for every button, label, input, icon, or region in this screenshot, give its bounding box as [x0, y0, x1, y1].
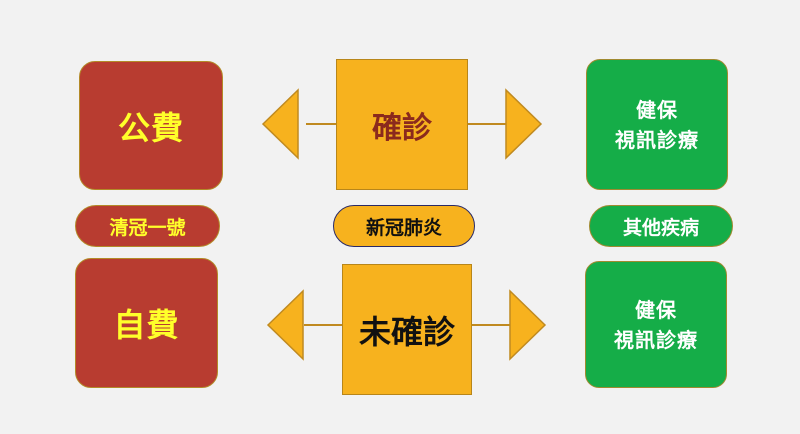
- arrow-bottom-right: [472, 289, 547, 361]
- self-pay-box: 自費: [75, 258, 218, 388]
- arrow-top-left: [261, 88, 336, 160]
- confirmed-label: 確診: [372, 110, 432, 146]
- nhi-telemedicine-box-top: 健保 視訊診療: [586, 59, 728, 190]
- other-disease-pill: 其他疾病: [589, 205, 733, 247]
- qingguan-label: 清冠一號: [109, 216, 186, 239]
- telemedicine-label: 視訊診療: [615, 127, 699, 152]
- public-expense-box: 公費: [79, 61, 223, 190]
- other-disease-label: 其他疾病: [622, 216, 699, 239]
- public-expense-label: 公費: [117, 108, 184, 147]
- covid-label: 新冠肺炎: [365, 216, 442, 239]
- telemedicine-label: 視訊診療: [614, 327, 698, 352]
- unconfirmed-label: 未確診: [358, 312, 455, 351]
- self-pay-label: 自費: [113, 306, 180, 344]
- unconfirmed-box: 未確診: [342, 264, 472, 395]
- qingguan-pill: 清冠一號: [75, 205, 220, 247]
- arrow-top-right: [468, 88, 543, 160]
- nhi-label: 健保: [636, 97, 678, 122]
- nhi-label: 健保: [635, 297, 677, 322]
- arrow-bottom-left: [266, 289, 342, 361]
- nhi-telemedicine-box-bottom: 健保 視訊診療: [585, 261, 727, 388]
- confirmed-box: 確診: [336, 59, 468, 190]
- covid-pill: 新冠肺炎: [333, 205, 475, 247]
